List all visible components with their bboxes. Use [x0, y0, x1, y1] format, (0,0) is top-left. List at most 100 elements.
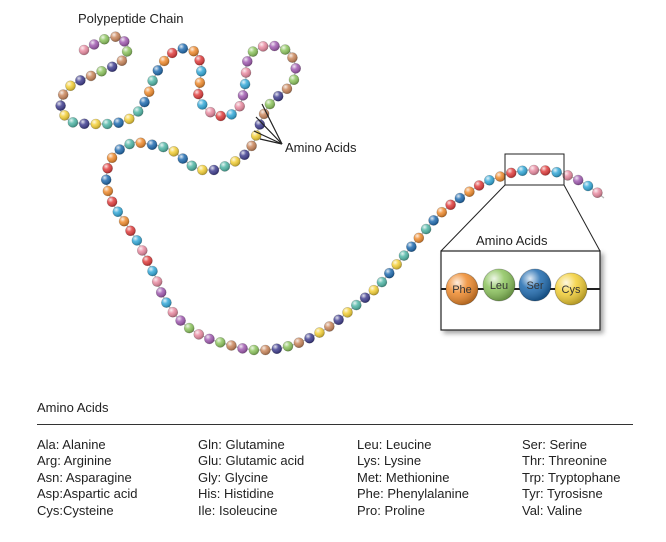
legend-entry: Gly: Glycine [198, 469, 269, 485]
amino-acid-bead-highlight [131, 235, 142, 246]
amino-acid-bead-highlight [86, 70, 96, 81]
amino-acid-bead-highlight [107, 196, 118, 207]
amino-acid-bead-highlight [237, 343, 248, 354]
amino-acid-bead-highlight [246, 140, 257, 151]
amino-acid-bead-highlight [177, 43, 188, 54]
amino-acid-bead-highlight [562, 170, 573, 181]
amino-acid-bead-highlight [215, 337, 226, 348]
legend-entry: Ser: Serine [522, 437, 588, 452]
legend-title: Amino Acids [37, 400, 109, 415]
amino-acid-bead-highlight [333, 314, 344, 325]
amino-acid-bead-highlight [583, 181, 593, 191]
amino-acid-bead-highlight [260, 345, 271, 355]
legend-divider [37, 424, 633, 425]
amino-acid-bead-highlight [247, 46, 258, 57]
legend-entry: Cys:Cysteine [37, 502, 114, 518]
amino-acid-bead-highlight [159, 56, 170, 66]
amino-acid-bead-highlight [193, 89, 204, 100]
inset-bead-highlight [519, 269, 551, 301]
amino-acid-bead-highlight [197, 99, 208, 110]
amino-acid-bead-highlight [406, 241, 417, 252]
amino-acid-bead-highlight [177, 153, 188, 164]
amino-acid-bead-highlight [230, 156, 241, 167]
amino-acid-bead-highlight [96, 66, 107, 77]
amino-acid-bead-highlight [152, 65, 163, 76]
amino-acid-bead-highlight [376, 277, 387, 288]
amino-acid-bead-highlight [122, 46, 133, 57]
amino-acid-bead-highlight [368, 285, 379, 296]
amino-acid-bead-highlight [248, 345, 259, 355]
inset-bead-label: Leu [490, 280, 508, 292]
amino-acid-bead-highlight [124, 139, 135, 150]
amino-acid-bead-highlight [204, 333, 215, 344]
amino-acid-bead-highlight [271, 343, 282, 354]
legend-entry: Met: Methionine [357, 469, 450, 485]
amino-acid-bead-highlight [226, 340, 237, 351]
zoom-highlight-box [504, 153, 565, 186]
amino-acid-bead-highlight [293, 337, 304, 348]
amino-acid-bead-highlight [592, 187, 603, 198]
amino-acid-bead-highlight [454, 193, 465, 204]
legend-column-2: Gln: Glutamine Glu: Glutamic acid Gly: G… [198, 437, 304, 519]
amino-acid-bead-highlight [360, 292, 371, 303]
inset-bead-label: Ser [526, 280, 543, 292]
amino-acid-bead-highlight [188, 46, 199, 57]
amino-acid-bead-highlight [168, 146, 179, 157]
amino-acid-bead-highlight [186, 160, 197, 171]
amino-acid-bead-highlight [116, 55, 127, 66]
amino-acid-bead-highlight [219, 161, 230, 172]
amino-acid-bead-highlight [304, 333, 315, 344]
legend-entry: Phe: Phenylalanine [357, 486, 470, 502]
legend-entry: His: Histidine [198, 486, 274, 502]
legend-entry: Glu: Glutamic acid [198, 453, 305, 469]
amino-acid-bead-highlight [161, 297, 172, 308]
chain-beads [55, 31, 603, 356]
amino-acid-bead-highlight [264, 99, 275, 110]
amino-acid-bead-highlight [445, 199, 456, 210]
amino-acid-bead-highlight [67, 117, 78, 128]
amino-acid-bead-highlight [196, 66, 207, 77]
legend-entry: Asn: Asparagine [37, 469, 132, 485]
amino-acid-bead-highlight [147, 266, 158, 277]
amino-acid-bead-highlight [234, 101, 245, 112]
amino-acid-bead-highlight [342, 307, 353, 318]
amino-acid-bead-highlight [436, 207, 447, 218]
amino-acid-bead-highlight [242, 56, 253, 67]
amino-acid-bead-highlight [351, 300, 362, 311]
legend-entry: Ala: Alanine [37, 437, 106, 452]
amino-acid-bead-highlight [114, 144, 125, 155]
amino-acid-bead-highlight [107, 61, 118, 72]
inset-bead-label: Phe [452, 284, 472, 296]
amino-acid-bead-highlight [137, 245, 148, 256]
amino-acid-bead-highlight [99, 34, 110, 45]
amino-acid-bead-highlight [399, 250, 409, 261]
amino-acid-bead-highlight [102, 163, 113, 174]
amino-acid-bead-highlight [147, 75, 158, 86]
amino-acid-bead-highlight [517, 165, 528, 176]
amino-acid-bead-highlight [413, 232, 424, 243]
amino-acid-bead-highlight [102, 186, 113, 196]
amino-acid-bead-highlight [194, 77, 205, 88]
amino-acid-bead-highlight [495, 171, 506, 182]
legend-entry: Pro: Proline [357, 502, 425, 518]
amino-acid-bead-highlight [167, 307, 178, 318]
legend-entry: Leu: Leucine [357, 437, 432, 452]
amino-acid-bead-highlight [428, 215, 439, 226]
amino-acid-bead-highlight [551, 167, 562, 178]
amino-acid-bead-highlight [139, 97, 150, 108]
amino-acid-bead-highlight [175, 315, 186, 326]
amino-acid-bead-highlight [241, 67, 251, 78]
amino-acid-bead-highlight [113, 117, 124, 128]
amino-acid-bead-highlight [287, 52, 298, 63]
zoom-connector-right [563, 184, 601, 252]
amino-acid-bead-highlight [421, 224, 432, 235]
amino-acid-bead-highlight [197, 165, 208, 175]
inset-bead-highlight [555, 273, 587, 305]
amino-acid-bead-highlight [142, 255, 153, 266]
amino-acid-bead-highlight [573, 175, 584, 186]
amino-acid-bead-highlight [193, 329, 204, 340]
amino-acid-bead-highlight [119, 216, 130, 227]
amino-acid-bead-highlight [158, 142, 169, 153]
